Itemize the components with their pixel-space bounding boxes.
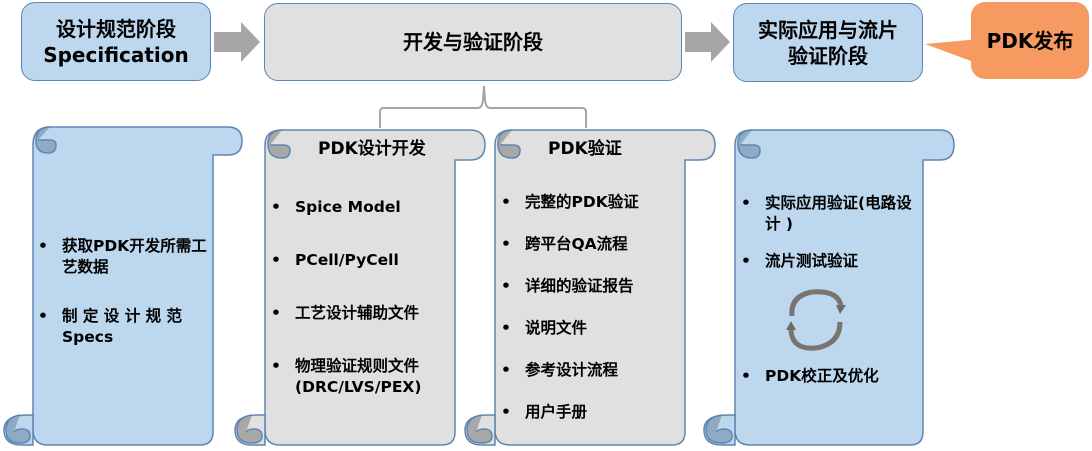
list-item: 用户手册 [501,402,683,423]
arrow-right-icon [214,22,260,62]
list-item: 实际应用验证(电路设计 ) [741,193,921,235]
list-item: 说明文件 [501,318,683,339]
stage-apply: 实际应用与流片 验证阶段 [733,3,923,82]
list-item: 完整的PDK验证 [501,192,683,213]
list-item: 流片测试验证 [741,251,921,272]
scroll-spec [3,126,243,446]
arrow-right-icon [685,22,730,62]
list-item: 跨平台QA流程 [501,234,683,255]
stage-release-callout: PDK发布 [971,2,1089,79]
scroll-verify-content: 完整的PDK验证 跨平台QA流程 详细的验证报告 说明文件 参考设计流程 用户手… [501,192,683,423]
list-item: PCell/PyCell [271,250,451,271]
list-item: PDK校正及优化 [741,366,921,387]
scroll-apply-content: 实际应用验证(电路设计 ) 流片测试验证 PDK校正及优化 [741,193,921,387]
scroll-verify-title: PDK验证 [548,139,622,159]
cycle-icon [786,289,846,351]
scroll-design-content: Spice Model PCell/PyCell 工艺设计辅助文件 物理验证规则… [271,197,451,398]
scroll-design-title: PDK设计开发 [318,139,426,159]
list-item: 制 定 设 计 规 范 Specs [38,306,210,348]
stage-spec: 设计规范阶段 Specification [21,2,211,81]
list-item: 获取PDK开发所需工艺数据 [38,236,210,278]
stage-apply-line1: 实际应用与流片 [758,17,898,42]
stage-spec-line2: Specification [43,42,189,67]
list-item: 工艺设计辅助文件 [271,303,451,324]
stage-release-label: PDK发布 [986,28,1074,53]
stage-spec-line1: 设计规范阶段 [55,16,176,41]
list-item: 参考设计流程 [501,360,683,381]
stage-dev: 开发与验证阶段 [264,3,682,81]
list-item: 详细的验证报告 [501,276,683,297]
stage-apply-line2: 验证阶段 [788,43,868,68]
list-item: 物理验证规则文件(DRC/LVS/PEX) [271,356,451,398]
bracket-connector [379,85,587,128]
list-item: Spice Model [271,197,451,218]
scroll-spec-content: 获取PDK开发所需工艺数据 制 定 设 计 规 范 Specs [38,236,210,348]
stage-dev-label: 开发与验证阶段 [403,30,543,54]
